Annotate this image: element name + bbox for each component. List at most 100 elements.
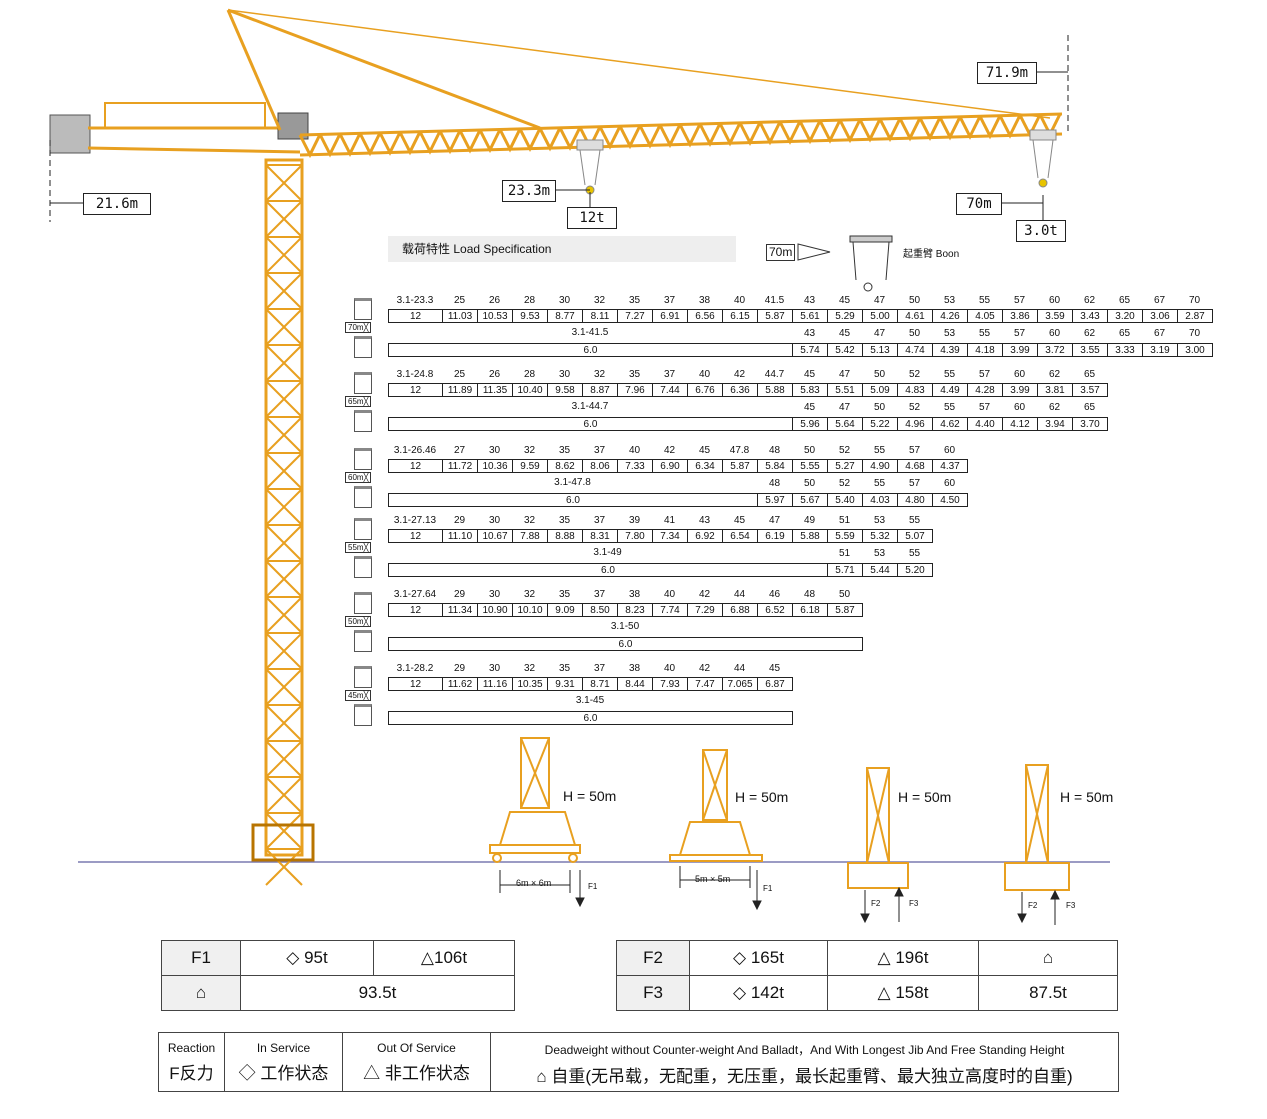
radius-cell: 3.1-27.13 bbox=[393, 515, 437, 526]
load-row-2fall: 6.0 bbox=[388, 637, 863, 651]
radius-cell: 40 bbox=[663, 589, 676, 600]
load-cell: 10.36 bbox=[478, 459, 513, 473]
spec-title: 载荷特性 Load Specification bbox=[388, 236, 736, 262]
legend-in-cn-wrap: ◇ 工作状态 bbox=[238, 1064, 329, 1083]
radius-cell: 47 bbox=[873, 295, 886, 306]
radius-cell: 32 bbox=[523, 589, 536, 600]
radius-cell: 30 bbox=[558, 295, 571, 306]
load-cell: 4.96 bbox=[898, 417, 933, 431]
load-cell: 5.87 bbox=[758, 309, 793, 323]
load-cell: 6.88 bbox=[723, 603, 758, 617]
load-cell: 4.40 bbox=[968, 417, 1003, 431]
radius-cell: 51 bbox=[838, 548, 851, 559]
spec-title-en: Load Specification bbox=[453, 242, 552, 256]
radius-cell: 32 bbox=[593, 295, 606, 306]
radius-cell: 47 bbox=[838, 402, 851, 413]
force-arrows bbox=[499, 866, 1060, 925]
load-cell: 5.29 bbox=[828, 309, 863, 323]
f3-out-service: △ 158t bbox=[827, 975, 979, 1011]
load-cell: 12 bbox=[389, 677, 443, 691]
radius-cell: 26 bbox=[488, 369, 501, 380]
load-cell: 4.18 bbox=[968, 343, 1003, 357]
load-cell: 12 bbox=[389, 459, 443, 473]
load-cell: 11.62 bbox=[443, 677, 478, 691]
radius-cell: 50 bbox=[873, 369, 886, 380]
radius-cell: 57 bbox=[908, 445, 921, 456]
hook-near bbox=[576, 139, 604, 195]
radius-cell: 37 bbox=[593, 445, 606, 456]
radius-span-2fall: 3.1-47.8 bbox=[554, 477, 591, 488]
radius-cell: 41.5 bbox=[764, 295, 785, 306]
load-cell: 6.52 bbox=[758, 603, 793, 617]
foundation-4-f2: F2 bbox=[1028, 901, 1038, 910]
radius-span-2fall: 3.1-44.7 bbox=[571, 401, 609, 412]
load-cell-span: 6.0 bbox=[389, 563, 828, 577]
jib-length-tag: 50m╳ bbox=[345, 616, 372, 627]
radius-cell: 30 bbox=[488, 663, 501, 674]
f3-out-value: 158t bbox=[895, 983, 929, 1002]
load-cell: 8.50 bbox=[583, 603, 618, 617]
load-cell: 11.03 bbox=[443, 309, 478, 323]
radius-cell: 43 bbox=[698, 515, 711, 526]
radius-cell: 42 bbox=[733, 369, 746, 380]
load-cell: 12 bbox=[389, 603, 443, 617]
jib-length-tag: 70m╳ bbox=[345, 322, 372, 333]
radius-cell: 55 bbox=[943, 402, 956, 413]
radius-cell: 50 bbox=[908, 328, 921, 339]
radius-cell: 37 bbox=[593, 589, 606, 600]
legend-in-cn: 工作状态 bbox=[260, 1064, 329, 1083]
load-cell: 3.57 bbox=[1073, 383, 1108, 397]
radius-cell: 55 bbox=[873, 478, 886, 489]
load-cell: 2.87 bbox=[1178, 309, 1213, 323]
load-cell: 8.44 bbox=[618, 677, 653, 691]
radius-cell: 55 bbox=[943, 369, 956, 380]
load-cell: 4.49 bbox=[933, 383, 968, 397]
radius-cell: 57 bbox=[978, 402, 991, 413]
foundation-3-h: H = 50m bbox=[898, 789, 952, 805]
load-cell: 7.27 bbox=[618, 309, 653, 323]
radius-cell: 37 bbox=[593, 515, 606, 526]
hook-4fall-icon bbox=[354, 592, 372, 614]
radius-cell: 67 bbox=[1153, 295, 1166, 306]
load-cell: 6.90 bbox=[653, 459, 688, 473]
tower-head bbox=[226, 8, 1051, 131]
load-cell: 3.72 bbox=[1038, 343, 1073, 357]
load-cell: 3.33 bbox=[1108, 343, 1143, 357]
radius-cell: 48 bbox=[768, 478, 781, 489]
load-cell: 6.19 bbox=[758, 529, 793, 543]
load-cell: 3.81 bbox=[1038, 383, 1073, 397]
load-cell: 7.065 bbox=[723, 677, 758, 691]
radius-cell: 32 bbox=[523, 515, 536, 526]
radius-cell: 40 bbox=[698, 369, 711, 380]
radius-cell: 32 bbox=[593, 369, 606, 380]
hook-2fall-icon bbox=[354, 410, 372, 432]
load-cell: 4.05 bbox=[968, 309, 1003, 323]
load-cell: 9.58 bbox=[548, 383, 583, 397]
load-cell: 8.62 bbox=[548, 459, 583, 473]
max-radius-label: 70m bbox=[956, 193, 1002, 215]
foundation-4-h: H = 50m bbox=[1060, 789, 1114, 805]
load-cell: 3.94 bbox=[1038, 417, 1073, 431]
radius-cell: 65 bbox=[1118, 295, 1131, 306]
load-cell: 3.59 bbox=[1038, 309, 1073, 323]
jib-length-tag: 65m╳ bbox=[345, 396, 372, 407]
deadweight-icon: ⌂ bbox=[161, 975, 241, 1011]
load-cell: 5.71 bbox=[828, 563, 863, 577]
radius-cell: 67 bbox=[1153, 328, 1166, 339]
load-cell: 5.55 bbox=[793, 459, 828, 473]
load-cell: 8.88 bbox=[548, 529, 583, 543]
counter-jib bbox=[87, 102, 301, 154]
reactions-right: F2 ◇ 165t △ 196t ⌂ F3 ◇ 142t △ 158t 87.5… bbox=[616, 940, 1118, 1011]
radius-cell: 39 bbox=[628, 515, 641, 526]
radius-cell: 40 bbox=[663, 663, 676, 674]
foundation-3-f3: F3 bbox=[909, 899, 919, 908]
load-cell: 3.70 bbox=[1073, 417, 1108, 431]
